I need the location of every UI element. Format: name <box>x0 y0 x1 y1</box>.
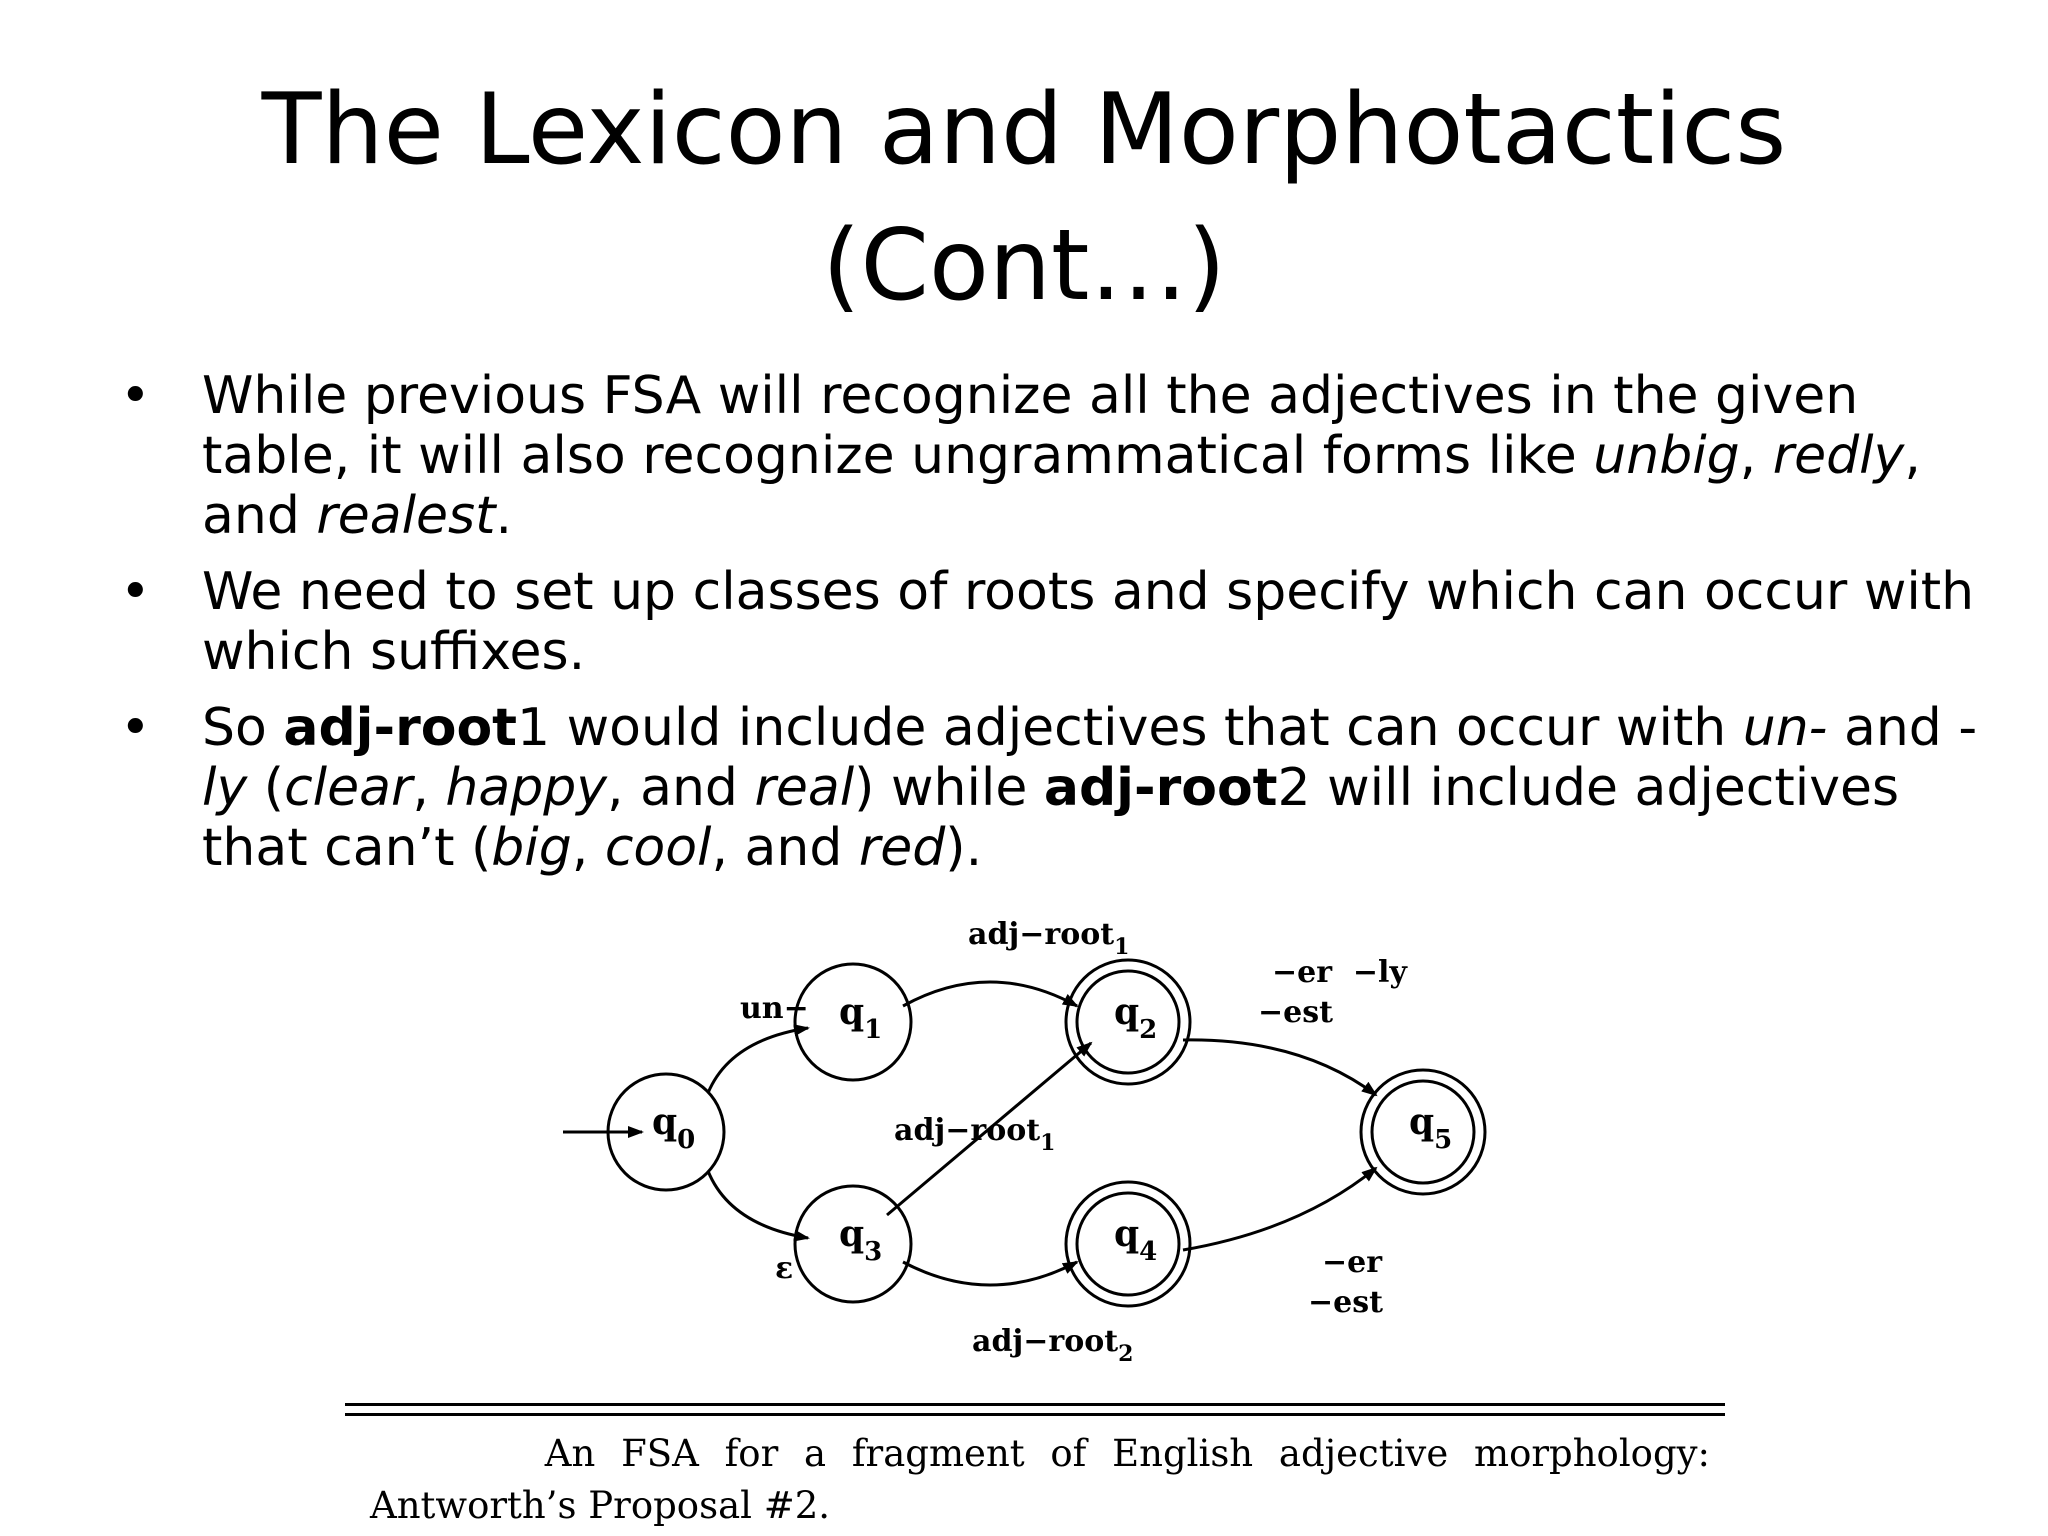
state-q0 <box>606 1072 726 1192</box>
edge-label-q1-q2: adj−root1 <box>968 917 1129 960</box>
edge-q0-q1 <box>706 1024 810 1094</box>
bullet-item: • So adj-root1 would include adjectives t… <box>120 698 2000 878</box>
caption-rule-bottom <box>345 1413 1725 1416</box>
bullet-marker: • <box>120 562 151 622</box>
bullet-item: • We need to set up classes of roots and … <box>120 562 2000 682</box>
bullet-text-run: un- <box>1742 698 1828 758</box>
edge-label-q3-q2: adj−root1 <box>894 1113 1055 1156</box>
edge-label-epsilon: ε <box>775 1251 793 1286</box>
caption-rule-top <box>345 1403 1725 1406</box>
bullet-text-run: . <box>495 486 513 546</box>
state-label-q1: q1 <box>839 991 882 1045</box>
bullet-text-run: happy <box>445 758 608 818</box>
bullet-text-run: So <box>202 698 284 758</box>
caption-line-1: An FSA for a fragment of English adjecti… <box>544 1432 1710 1475</box>
bullet-text-run: cool <box>604 818 712 878</box>
state-label-q2: q2 <box>1114 991 1157 1045</box>
bullet-text-run: ) while <box>854 758 1044 818</box>
slide-title-line-1: The Lexicon and Morphotactics <box>261 73 1787 187</box>
figure-caption: An FSA for a fragment of English adjecti… <box>370 1428 1710 1532</box>
bullet-text-run: unbig <box>1593 426 1740 486</box>
bullet-text-run: We need to set up classes of roots and s… <box>202 562 1975 682</box>
edge-q4-q5 <box>1182 1166 1378 1252</box>
caption-line-2: Antworth’s Proposal #2. <box>370 1484 831 1527</box>
state-q2-inner <box>1075 969 1181 1075</box>
state-q5-inner <box>1370 1079 1476 1185</box>
bullet-text-run: , and <box>607 758 755 818</box>
state-q5-outer <box>1359 1068 1487 1196</box>
edge-label-q2-q5-b: −est <box>1258 995 1333 1030</box>
slide-title-line-2: (Cont…) <box>822 209 1226 323</box>
state-q1 <box>793 962 913 1082</box>
edge-label-un: un− <box>740 991 809 1026</box>
edge-q2-q5 <box>1182 1038 1378 1097</box>
state-q3 <box>793 1184 913 1304</box>
slide-title: The Lexicon and Morphotactics (Cont…) <box>0 62 2048 334</box>
bullet-text-run: clear <box>284 758 413 818</box>
bullet-text-run: red <box>858 818 946 878</box>
bullet-text-run: , <box>412 758 446 818</box>
bullet-text-run: , <box>571 818 605 878</box>
bullet-text-run: redly <box>1772 426 1905 486</box>
bullet-text-run: realest <box>316 486 496 546</box>
bullet-text-run: ly <box>202 758 248 818</box>
bullet-text-run: adj-root <box>283 698 518 758</box>
bullet-text-run: real <box>754 758 855 818</box>
edge-q1-q2 <box>902 980 1079 1008</box>
state-q2-outer <box>1064 958 1192 1086</box>
edge-label-q4-q5-a: −er <box>1322 1245 1383 1280</box>
bullet-text-run: , and <box>202 426 1921 546</box>
state-q4-outer <box>1064 1180 1192 1308</box>
state-label-q3: q3 <box>839 1213 882 1267</box>
edge-label-q3-q4: adj−root2 <box>972 1324 1133 1367</box>
fsa-diagram: q0 q1 q2 q3 q4 q5 un− ε adj−root1 adj−ro… <box>540 900 1720 1390</box>
bullet-text-run: , and <box>711 818 859 878</box>
bullet-text-run: and - <box>1827 698 1978 758</box>
edge-q3-q4 <box>902 1260 1079 1287</box>
fsa-svg: q0 q1 q2 q3 q4 q5 un− ε adj−root1 adj−ro… <box>563 917 1487 1367</box>
bullet-text-run: While previous FSA will recognize all th… <box>202 366 1859 486</box>
bullet-text-run: ). <box>945 818 983 878</box>
bullet-text-run: , <box>1739 426 1773 486</box>
edge-label-q4-q5-b: −est <box>1308 1285 1383 1320</box>
bullet-item: • While previous FSA will recognize all t… <box>120 366 2000 546</box>
bullet-text-run: ( <box>247 758 285 818</box>
bullet-marker: • <box>120 698 151 758</box>
state-label-q5: q5 <box>1409 1101 1452 1155</box>
bullet-list: • While previous FSA will recognize all t… <box>120 366 2000 894</box>
state-label-q4: q4 <box>1114 1213 1157 1267</box>
edge-label-q2-q5-a: −er −ly <box>1272 955 1408 990</box>
state-q4-inner <box>1075 1191 1181 1297</box>
edge-q0-q3 <box>706 1170 810 1242</box>
state-label-q0: q0 <box>652 1101 695 1155</box>
bullet-marker: • <box>120 366 151 426</box>
edge-q3-q2 <box>886 1041 1093 1217</box>
bullet-text-run: 1 would include adjectives that can occu… <box>517 698 1743 758</box>
bullet-text-run: adj-root <box>1043 758 1278 818</box>
bullet-text-run: big <box>491 818 572 878</box>
bullet-text-run: 2 will include adjectives that can’t ( <box>202 758 1900 878</box>
